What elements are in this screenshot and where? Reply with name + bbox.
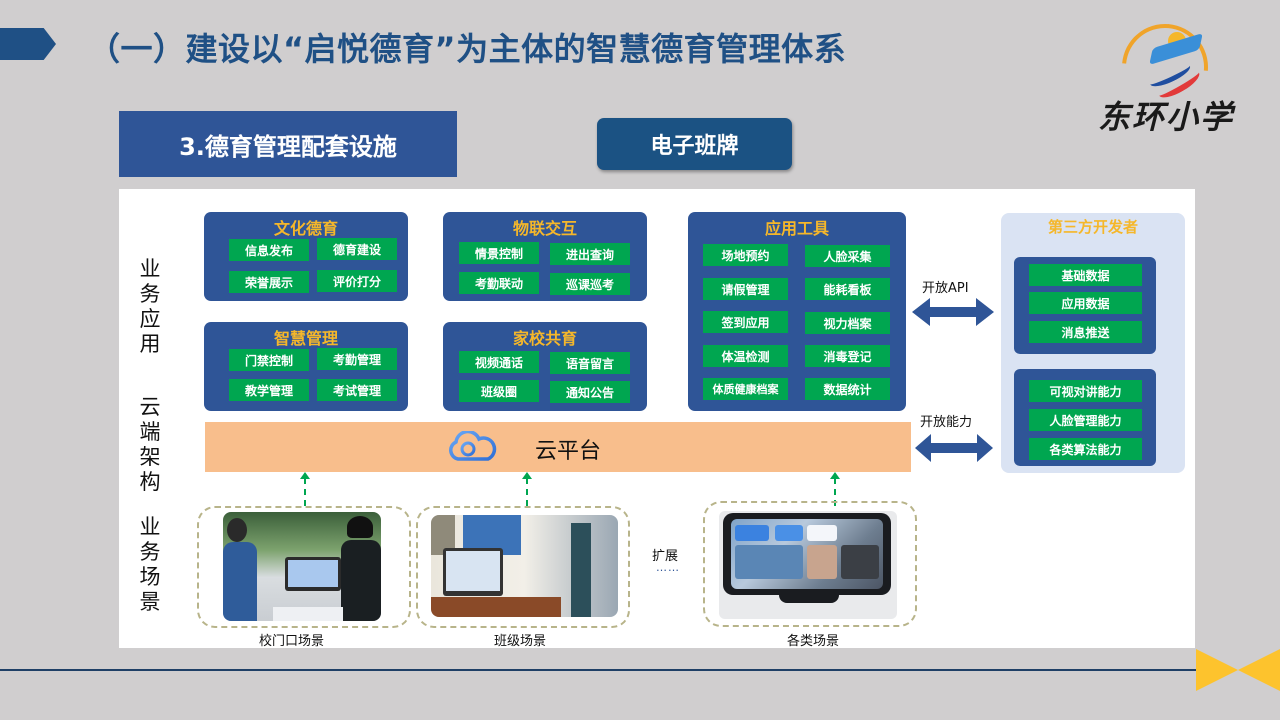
chip-evaluation[interactable]: 评价打分 [317,270,397,292]
section-label: 3.德育管理配套设施 [119,111,457,177]
scene-caption-various: 各类场景 [787,634,840,649]
module-app-tools: 应用工具 场地预约 人脸采集 请假管理 能耗看板 签到应用 视力档案 体温检测 … [688,212,906,411]
module-title: 家校共育 [512,329,577,348]
chip-algorithm[interactable]: 各类算法能力 [1029,438,1142,460]
chip-energy-board[interactable]: 能耗看板 [805,278,890,300]
chip-info-publish[interactable]: 信息发布 [229,239,309,261]
cloud-icon [449,431,497,461]
chip-basic-data[interactable]: 基础数据 [1029,264,1142,286]
module-title: 文化德育 [273,219,338,238]
module-smart-management: 智慧管理 门禁控制 考勤管理 教学管理 考试管理 [204,322,408,411]
arrow-up-gate [300,472,310,506]
arrow-up-various [830,472,840,506]
classroom-photo [431,515,618,617]
scene-classroom [416,506,630,628]
scene-caption-classroom: 班级场景 [494,634,547,649]
electronic-class-board-button[interactable]: 电子班牌 [597,118,792,170]
page-title: （一）建设以“启悦德育”为主体的智慧德育管理体系 [88,30,847,68]
footer-divider [0,669,1196,671]
chip-exam-mgmt[interactable]: 考试管理 [317,379,397,401]
arrow-up-class [522,472,532,506]
chip-face-mgmt[interactable]: 人脸管理能力 [1029,409,1142,431]
chip-notice[interactable]: 通知公告 [550,381,630,403]
module-title: 智慧管理 [273,329,338,348]
dev-data-group: 基础数据 应用数据 消息推送 [1014,257,1156,354]
footer-bowtie-decoration [1196,649,1280,691]
module-title: 应用工具 [764,219,829,238]
module-iot-interaction: 物联交互 情景控制 进出查询 考勤联动 巡课巡考 [443,212,647,301]
scene-various [703,501,917,627]
module-home-school: 家校共育 视频通话 语音留言 班级圈 通知公告 [443,322,647,411]
chip-access-control[interactable]: 门禁控制 [229,349,309,371]
chip-video-call[interactable]: 视频通话 [459,351,539,373]
chip-patrol-inspection[interactable]: 巡课巡考 [550,273,630,295]
third-party-developer-panel: 第三方开发者 基础数据 应用数据 消息推送 可视对讲能力 人脸管理能力 各类算法… [1001,213,1185,473]
chip-data-stats[interactable]: 数据统计 [805,378,890,400]
layer-label-business-scene: 业 务 场 景 [139,515,161,614]
cloud-platform-bar: 云平台 [205,422,911,472]
class-board-device-photo [719,511,897,619]
chip-face-capture[interactable]: 人脸采集 [805,245,890,267]
header-arrow-shape [0,28,56,60]
school-gate-photo [223,512,381,621]
chip-vision-record[interactable]: 视力档案 [805,312,890,334]
scene-school-gate [197,506,411,628]
expand-label: 扩展 [652,549,679,564]
open-api-label: 开放API [922,281,969,296]
chip-honor-display[interactable]: 荣誉展示 [229,271,309,293]
architecture-diagram: 业 务 应 用 云 端 架 构 业 务 场 景 文化德育 信息发布 德育建设 荣… [119,189,1195,649]
chip-voice-message[interactable]: 语音留言 [550,352,630,374]
open-capability-label: 开放能力 [920,415,973,430]
chip-leave-mgmt[interactable]: 请假管理 [703,278,788,300]
chip-attendance-link[interactable]: 考勤联动 [459,272,539,294]
chip-class-circle[interactable]: 班级圈 [459,380,539,402]
chip-disinfection-log[interactable]: 消毒登记 [805,345,890,367]
chip-teaching-mgmt[interactable]: 教学管理 [229,379,309,401]
chip-temperature-check[interactable]: 体温检测 [703,345,788,367]
open-api-double-arrow [912,298,994,326]
chip-health-record[interactable]: 体质健康档案 [703,378,788,400]
scene-caption-gate: 校门口场景 [259,634,325,649]
layer-label-business-app: 业 务 应 用 [139,257,161,356]
chip-video-intercom[interactable]: 可视对讲能力 [1029,380,1142,402]
chip-app-data[interactable]: 应用数据 [1029,292,1142,314]
module-title: 物联交互 [512,219,577,238]
chip-scene-control[interactable]: 情景控制 [459,242,539,264]
dev-capability-group: 可视对讲能力 人脸管理能力 各类算法能力 [1014,369,1156,466]
third-party-title: 第三方开发者 [1047,218,1138,236]
expand-dots: …… [656,561,680,574]
cloud-platform-label: 云平台 [535,439,602,464]
chip-message-push[interactable]: 消息推送 [1029,321,1142,343]
school-logo: 东环小学 [1090,6,1240,138]
chip-attendance-mgmt[interactable]: 考勤管理 [317,348,397,370]
chip-checkin-app[interactable]: 签到应用 [703,311,788,333]
chip-moral-building[interactable]: 德育建设 [317,238,397,260]
layer-label-cloud-arch: 云 端 架 构 [139,395,161,494]
module-culture-moral: 文化德育 信息发布 德育建设 荣誉展示 评价打分 [204,212,408,301]
logo-text: 东环小学 [1098,98,1235,136]
chip-entry-query[interactable]: 进出查询 [550,243,630,265]
open-capability-double-arrow [915,434,993,462]
chip-venue-booking[interactable]: 场地预约 [703,244,788,266]
